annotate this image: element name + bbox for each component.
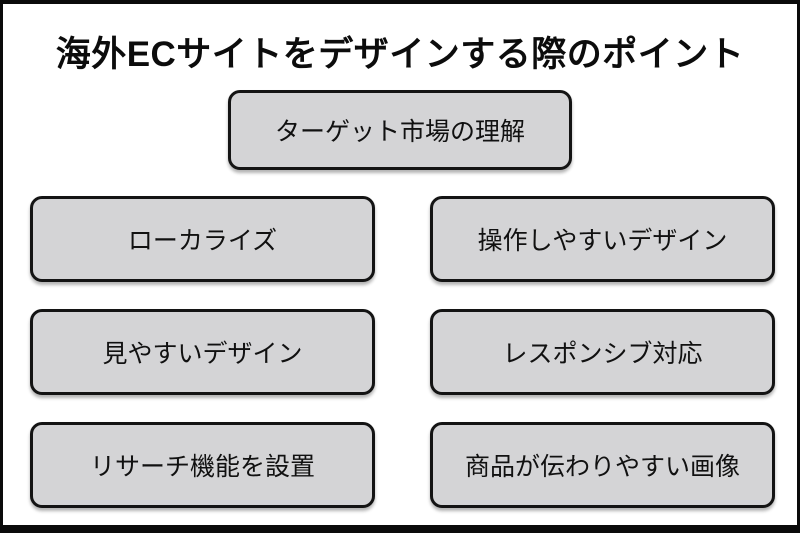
box-label: レスポンシブ対応 [502,340,703,368]
box-target-market-understanding: ターゲット市場の理解 [228,90,572,170]
box-label: 見やすいデザイン [102,340,303,368]
box-label: ターゲット市場の理解 [274,118,525,146]
box-label: ローカライズ [127,227,278,255]
box-responsive-support: レスポンシブ対応 [430,309,775,395]
box-label: 操作しやすいデザイン [477,227,728,255]
box-label: リサーチ機能を設置 [89,453,315,481]
box-label: 商品が伝わりやすい画像 [464,453,740,481]
box-research-function: リサーチ機能を設置 [30,422,375,508]
box-localize: ローカライズ [30,196,375,282]
box-easy-to-see-design: 見やすいデザイン [30,309,375,395]
box-easy-to-operate-design: 操作しやすいデザイン [430,196,775,282]
page-title: 海外ECサイトをデザインする際のポイント [55,35,745,74]
box-product-conveying-images: 商品が伝わりやすい画像 [430,422,775,508]
